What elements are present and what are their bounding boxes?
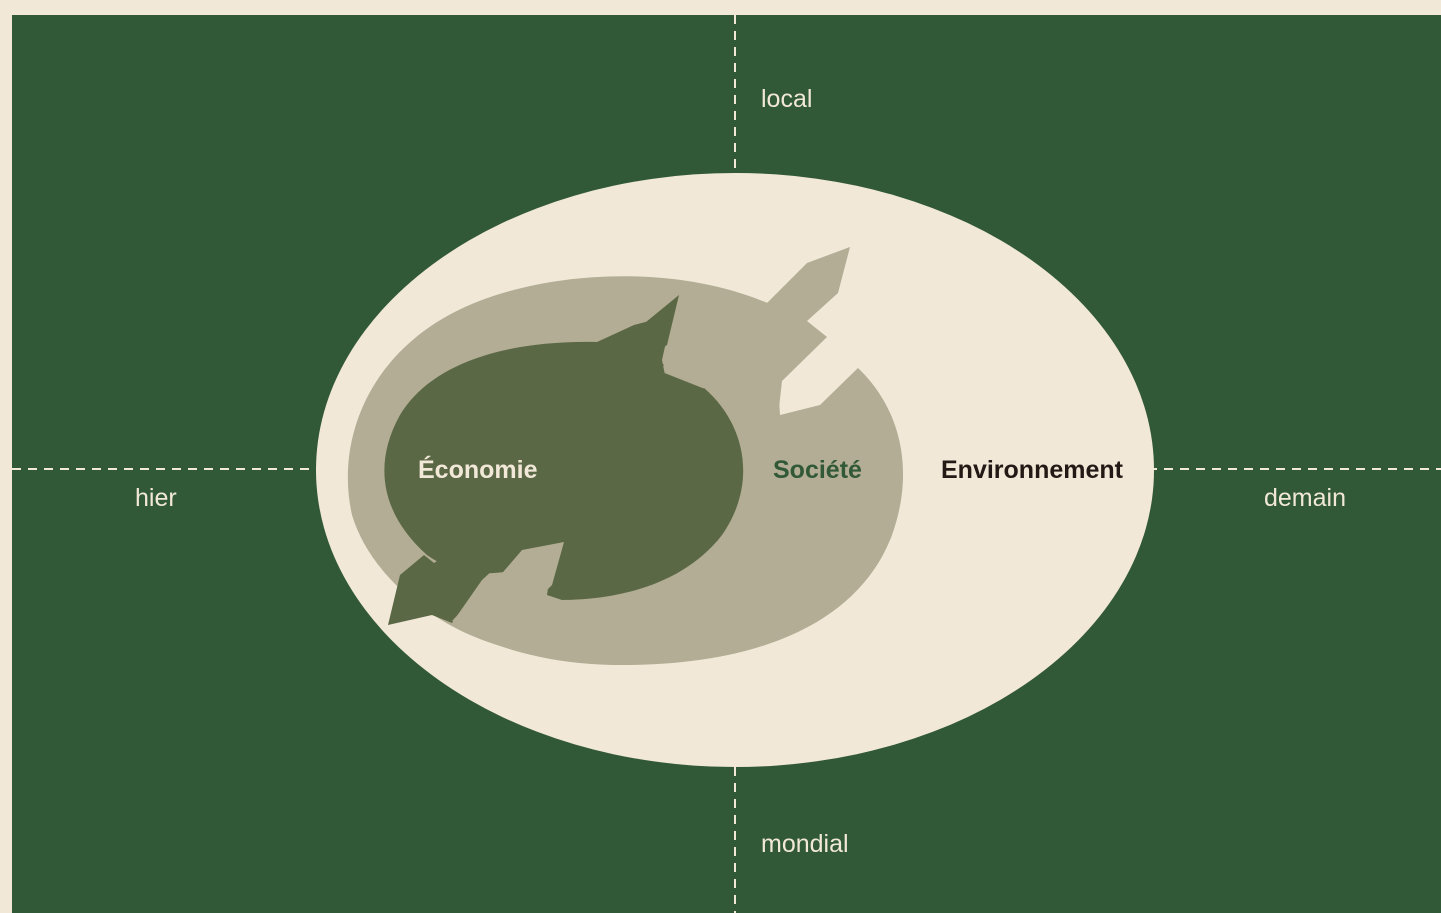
economie-arrow-down (388, 535, 520, 625)
diagram-frame: local mondial hier demain Économie Socié… (12, 15, 1441, 913)
axis-label-top: local (761, 85, 812, 113)
economie-arrow-up (608, 295, 705, 453)
axis-label-bottom: mondial (761, 830, 849, 858)
societe-arrow (752, 247, 850, 417)
economie-label: Économie (418, 455, 538, 484)
societe-label: Société (773, 456, 862, 484)
environnement-label: Environnement (941, 456, 1124, 484)
axis-label-left: hier (135, 484, 177, 512)
sustainability-diagram: local mondial hier demain Économie Socié… (12, 15, 1441, 913)
societe-arrow-down (452, 542, 564, 645)
axis-label-right: demain (1264, 484, 1346, 512)
